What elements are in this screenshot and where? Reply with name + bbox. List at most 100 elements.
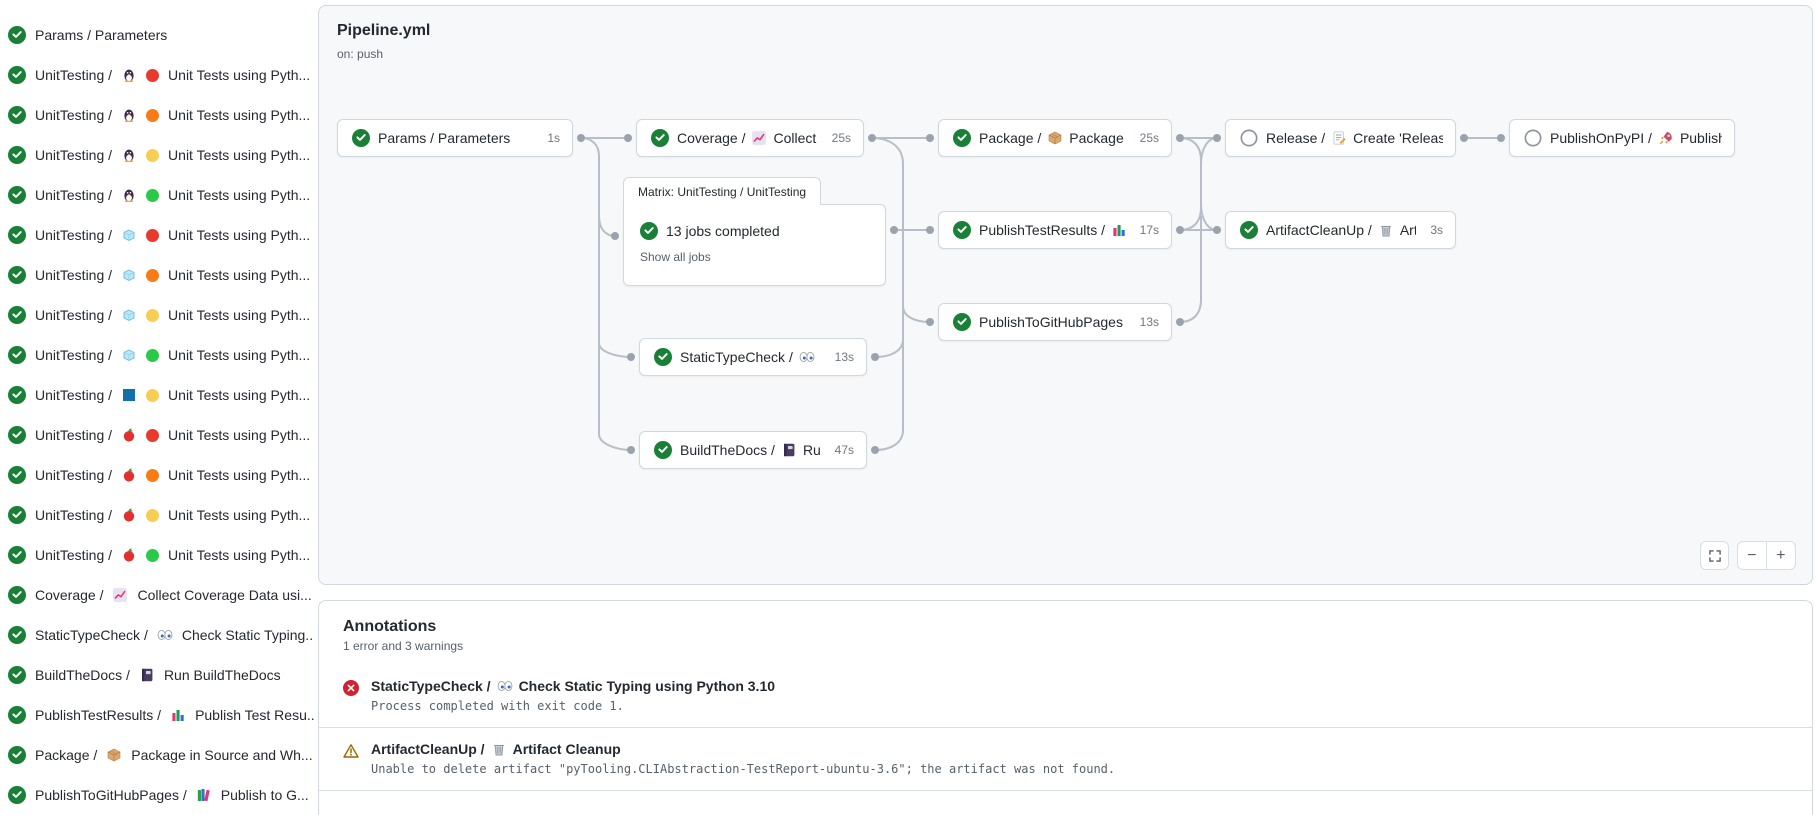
job-name: Release / — [1266, 130, 1326, 146]
job-step-name: Package in So... — [1069, 130, 1125, 146]
matrix-group-tab: Matrix: UnitTesting / UnitTesting — [623, 177, 822, 205]
books-icon — [196, 787, 212, 803]
job-step-name: Collect Coverage Data usi... — [137, 587, 312, 603]
rocket-icon — [1658, 130, 1674, 146]
job-step-name: Unit Tests using Pyth... — [168, 267, 311, 283]
job-step-name: Collect Cove... — [773, 130, 817, 146]
annotation-job-link[interactable]: ArtifactCleanUp / Artifact Cleanup — [371, 741, 1115, 757]
job-step-name: Artifact Cleanup — [512, 741, 621, 757]
node-buildthedocs[interactable]: BuildTheDocs /Run Buil... 47s — [639, 431, 867, 469]
trash-icon — [491, 741, 507, 757]
sidebar-job-item[interactable]: UnitTesting /Unit Tests using Pyth... — [8, 503, 314, 527]
node-label: PublishOnPyPI /Publish to ... — [1550, 130, 1722, 146]
sidebar-job-item[interactable]: UnitTesting /Unit Tests using Pyth... — [8, 423, 314, 447]
eyes-icon — [157, 627, 173, 643]
sidebar-job-item[interactable]: Coverage /Collect Coverage Data usi... — [8, 583, 314, 607]
sidebar-job-item[interactable]: UnitTesting /Unit Tests using Pyth... — [8, 303, 314, 327]
sidebar-job-item[interactable]: UnitTesting /Unit Tests using Pyth... — [8, 223, 314, 247]
job-step-name: Unit Tests using Pyth... — [168, 187, 311, 203]
sidebar-job-item[interactable]: UnitTesting /Unit Tests using Pyth... — [8, 383, 314, 407]
job-step-name: Publish Test Resu... — [195, 707, 314, 723]
job-name: UnitTesting / — [35, 467, 113, 483]
success-check-icon — [8, 66, 26, 84]
node-label: BuildTheDocs /Run Buil... — [680, 442, 821, 458]
sidebar-job-item[interactable]: UnitTesting /Unit Tests using Pyth... — [8, 63, 314, 87]
skipped-circle-icon — [1240, 129, 1258, 147]
job-name: ArtifactCleanUp / — [371, 741, 485, 757]
trash-icon — [1378, 222, 1394, 238]
node-publishtestresults[interactable]: PublishTestResults /Pu...17s — [938, 211, 1172, 249]
sidebar-job-item[interactable]: UnitTesting /Unit Tests using Pyth... — [8, 143, 314, 167]
job-duration: 47s — [834, 443, 854, 457]
job-step-name: Artifac... — [1399, 222, 1416, 238]
success-check-icon — [8, 146, 26, 164]
node-coverage[interactable]: Coverage /Collect Cove...25s — [636, 119, 864, 157]
node-params[interactable]: Params / Parameters 1s — [337, 119, 573, 157]
annotation-body: StaticTypeCheck /Check Static Typing usi… — [371, 678, 775, 713]
python-version-dot-icon — [146, 308, 160, 322]
workflow-file-title: Pipeline.yml — [337, 22, 431, 39]
success-check-icon — [8, 506, 26, 524]
success-check-icon — [8, 466, 26, 484]
success-check-icon — [8, 746, 26, 764]
chart-icon — [112, 587, 128, 603]
job-step-name: Unit Tests using Pyth... — [168, 107, 311, 123]
annotations-title: Annotations — [343, 618, 437, 635]
job-duration: 1s — [547, 131, 560, 145]
sidebar-job-item[interactable]: PublishToGitHubPages /Publish to G... — [8, 783, 314, 807]
job-name: UnitTesting / — [35, 67, 113, 83]
bars-icon — [1111, 222, 1126, 238]
success-check-icon — [352, 129, 370, 147]
sidebar-job-item[interactable]: UnitTesting /Unit Tests using Pyth... — [8, 463, 314, 487]
apple-os-icon — [121, 507, 137, 523]
node-publishtogithubpages[interactable]: PublishToGitHubPages /...13s — [938, 303, 1172, 341]
sidebar-job-item[interactable]: UnitTesting /Unit Tests using Pyth... — [8, 183, 314, 207]
python-version-dot-icon — [146, 268, 160, 282]
zoom-out-button[interactable]: − — [1738, 542, 1767, 569]
sidebar-job-item[interactable]: UnitTesting / Unit Tests using Pyth... — [8, 263, 314, 287]
graph-edges — [577, 134, 1505, 454]
python-version-dot-icon — [146, 348, 160, 362]
python-version-dot-icon — [146, 228, 160, 242]
job-duration: 25s — [1139, 131, 1159, 145]
sidebar-job-item[interactable]: PublishTestResults /Publish Test Resu... — [8, 703, 314, 727]
bars-icon — [170, 707, 186, 723]
sidebar-job-item[interactable]: UnitTesting /Unit Tests using Pyth... — [8, 543, 314, 567]
job-name: UnitTesting / — [35, 147, 113, 163]
node-statictypecheck[interactable]: StaticTypeCheck /Chec...13s — [639, 338, 867, 376]
node-release[interactable]: Release /Create 'Release P... — [1225, 119, 1456, 157]
book-icon — [781, 442, 797, 458]
zoom-in-button[interactable]: + — [1776, 546, 1786, 564]
python-version-dot-icon — [146, 148, 160, 162]
sidebar-job-item[interactable]: StaticTypeCheck /Check Static Typing... — [8, 623, 314, 647]
node-label: Package /Package in So... — [979, 130, 1126, 146]
node-label: Coverage /Collect Cove... — [677, 130, 818, 146]
sidebar-job-item[interactable]: Package /Package in Source and Wh... — [8, 743, 314, 767]
success-check-icon — [8, 386, 26, 404]
node-publishonpypi[interactable]: PublishOnPyPI /Publish to ... — [1509, 119, 1735, 157]
book-icon — [139, 667, 155, 683]
python-version-dot-icon — [146, 428, 160, 442]
job-step-name: Run BuildTheDocs — [163, 667, 281, 683]
success-check-icon — [8, 786, 26, 804]
annotations-list: StaticTypeCheck /Check Static Typing usi… — [319, 665, 1812, 791]
success-check-icon — [953, 221, 971, 239]
job-step-name: Unit Tests using Pyth... — [168, 347, 311, 363]
sidebar-job-item[interactable]: UnitTesting /Unit Tests using Pyth... — [8, 103, 314, 127]
job-name: Params / Parameters — [378, 130, 511, 146]
job-step-name: Unit Tests using Pyth... — [168, 427, 311, 443]
job-name: UnitTesting / — [35, 267, 113, 283]
sidebar-job-item[interactable]: UnitTesting /Unit Tests using Pyth... — [8, 343, 314, 367]
fullscreen-button[interactable] — [1700, 541, 1729, 570]
success-check-icon — [654, 441, 672, 459]
node-package[interactable]: Package /Package in So... 25s — [938, 119, 1172, 157]
annotation-job-link[interactable]: StaticTypeCheck /Check Static Typing usi… — [371, 678, 775, 694]
show-all-jobs-link[interactable]: Show all jobs — [640, 250, 711, 264]
sidebar-job-item[interactable]: Params / Parameters — [8, 23, 314, 47]
node-label: StaticTypeCheck /Chec... — [680, 349, 821, 365]
node-artifactcleanup[interactable]: ArtifactCleanUp /Artifac...3s — [1225, 211, 1456, 249]
sidebar-job-item[interactable]: BuildTheDocs / Run BuildTheDocs — [8, 663, 314, 687]
job-name: UnitTesting / — [35, 307, 113, 323]
job-name: BuildTheDocs / — [35, 667, 130, 683]
chart-icon — [751, 130, 767, 146]
